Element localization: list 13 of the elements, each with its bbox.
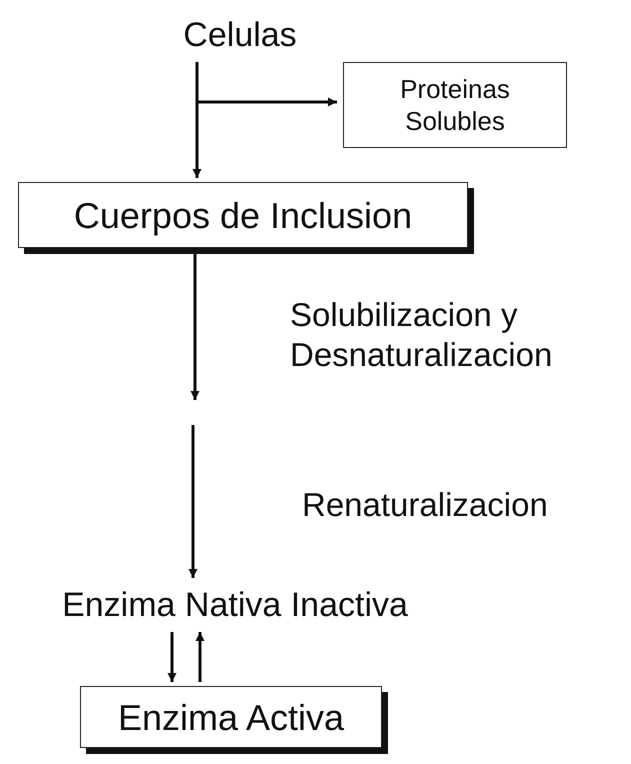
box-text: Cuerpos de Inclusion [74, 194, 412, 238]
edge-label: Solubilizacion y Desnaturalizacion [290, 295, 554, 375]
process-box [343, 62, 567, 148]
node-label: Celulas [160, 12, 320, 58]
edge-label: Renaturalizacion [302, 485, 549, 525]
arrow [196, 632, 204, 682]
arrow [190, 252, 200, 400]
arrow [168, 632, 176, 682]
box-text: Proteinas Solubles [399, 72, 511, 138]
arrow [188, 425, 198, 578]
node-label: Enzima Nativa Inactiva [10, 582, 460, 628]
box-text: Enzima Activa [118, 696, 344, 740]
arrow [196, 62, 337, 106]
